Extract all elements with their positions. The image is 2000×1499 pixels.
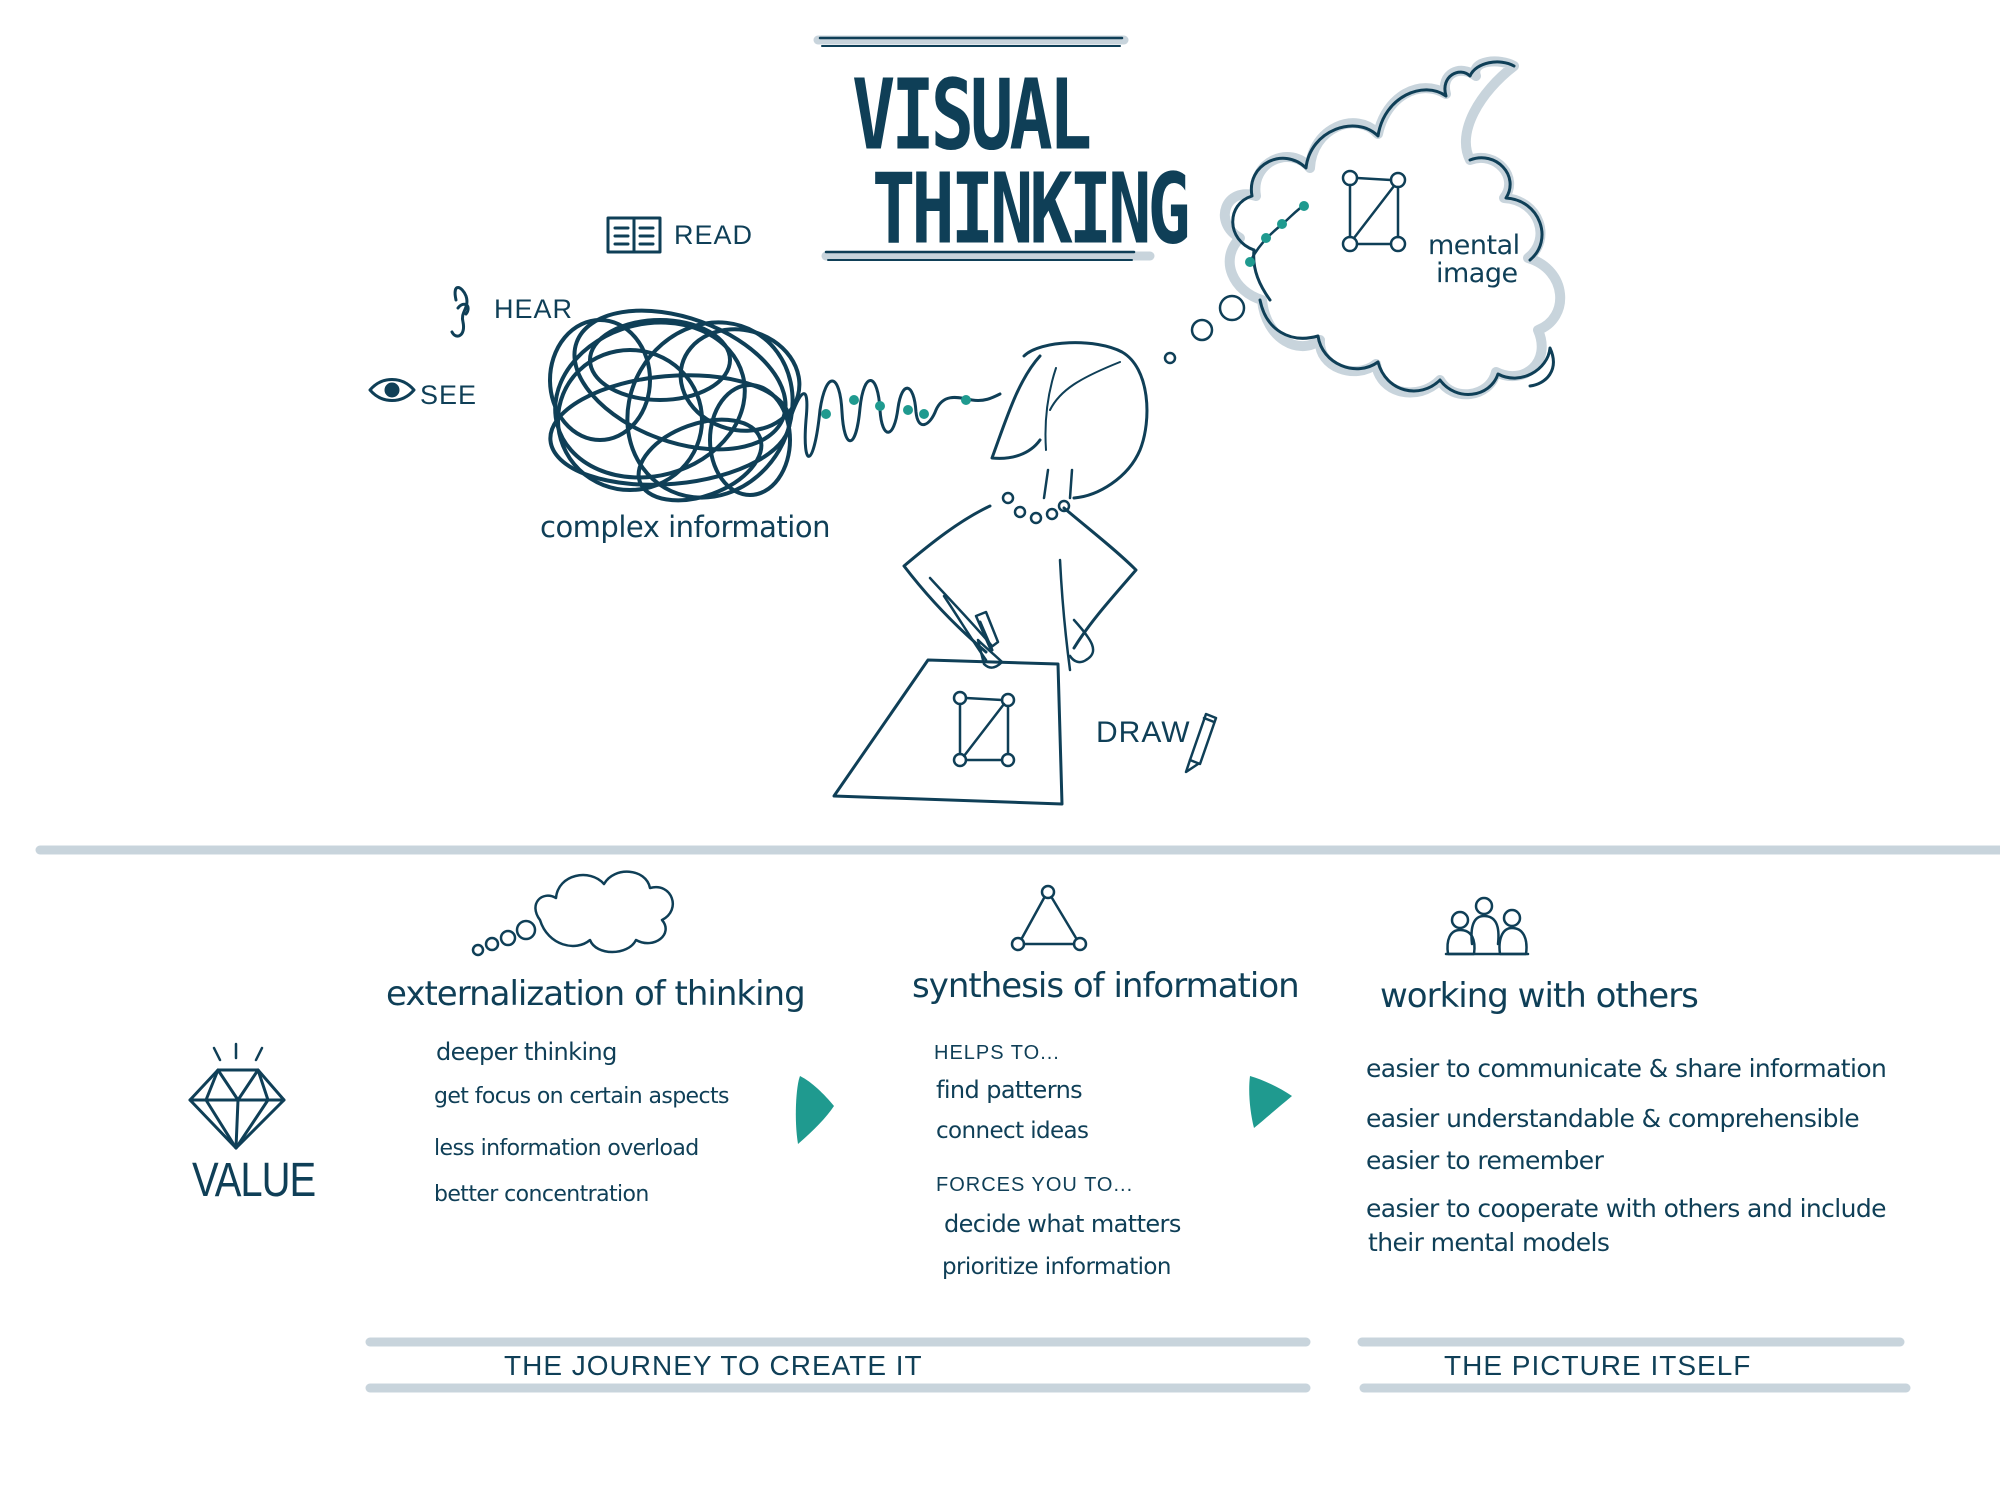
helps-to-label: HELPS TO... xyxy=(934,1042,1060,1064)
list-item: less information overload xyxy=(434,1136,699,1161)
column-heading-synthesis: synthesis of information xyxy=(912,966,1300,1006)
list-item: easier to cooperate with others and incl… xyxy=(1366,1194,1887,1223)
list-item: decide what matters xyxy=(944,1210,1181,1238)
thought-cloud-icon xyxy=(471,870,674,957)
title-line-1: VISUAL xyxy=(852,57,1092,172)
arrow-right-icon xyxy=(1249,1076,1292,1128)
thought-cloud xyxy=(1219,56,1566,400)
title-rules xyxy=(813,35,1155,261)
read-label: READ xyxy=(674,220,754,250)
arrow-right-icon xyxy=(795,1076,834,1144)
list-item: better concentration xyxy=(434,1182,649,1207)
list-item: deeper thinking xyxy=(436,1038,617,1066)
forces-you-to-label: FORCES YOU TO... xyxy=(936,1174,1134,1196)
title-line-2: THINKING xyxy=(872,151,1191,266)
list-item: their mental models xyxy=(1368,1228,1610,1257)
band-rules xyxy=(365,1337,1911,1393)
pencil-icon xyxy=(1184,712,1218,774)
accent-dots xyxy=(821,201,1309,419)
journey-band-label: THE JOURNEY TO CREATE IT xyxy=(504,1350,923,1381)
list-item: get focus on certain aspects xyxy=(434,1084,729,1109)
list-item: easier understandable & comprehensible xyxy=(1366,1104,1860,1133)
triangle-network-icon xyxy=(1010,884,1088,952)
image-label: image xyxy=(1436,258,1518,289)
person-figure xyxy=(832,341,1149,806)
book-icon xyxy=(606,216,662,254)
complex-information-label: complex information xyxy=(540,510,831,544)
column-heading-working: working with others xyxy=(1380,976,1699,1016)
hear-label: HEAR xyxy=(494,294,574,324)
list-item: easier to remember xyxy=(1366,1146,1604,1175)
eye-icon xyxy=(368,378,416,402)
mental-label: mental xyxy=(1428,230,1520,261)
see-label: SEE xyxy=(420,380,478,410)
list-item: prioritize information xyxy=(942,1254,1171,1280)
squiggle-line xyxy=(788,379,1002,458)
list-item: find patterns xyxy=(936,1076,1083,1104)
people-icon xyxy=(1444,896,1530,956)
list-item: easier to communicate & share informatio… xyxy=(1366,1054,1887,1083)
picture-band-label: THE PICTURE ITSELF xyxy=(1444,1350,1752,1381)
value-label: VALUE xyxy=(192,1154,316,1207)
list-item: connect ideas xyxy=(936,1118,1089,1144)
column-heading-externalization: externalization of thinking xyxy=(386,974,806,1014)
complex-information-scribble xyxy=(548,308,802,503)
diamond-icon xyxy=(188,1042,286,1150)
draw-label: DRAW xyxy=(1096,716,1191,749)
ear-icon xyxy=(450,286,470,338)
mental-image-network-icon xyxy=(1341,169,1407,253)
thought-bubbles xyxy=(1163,294,1246,365)
